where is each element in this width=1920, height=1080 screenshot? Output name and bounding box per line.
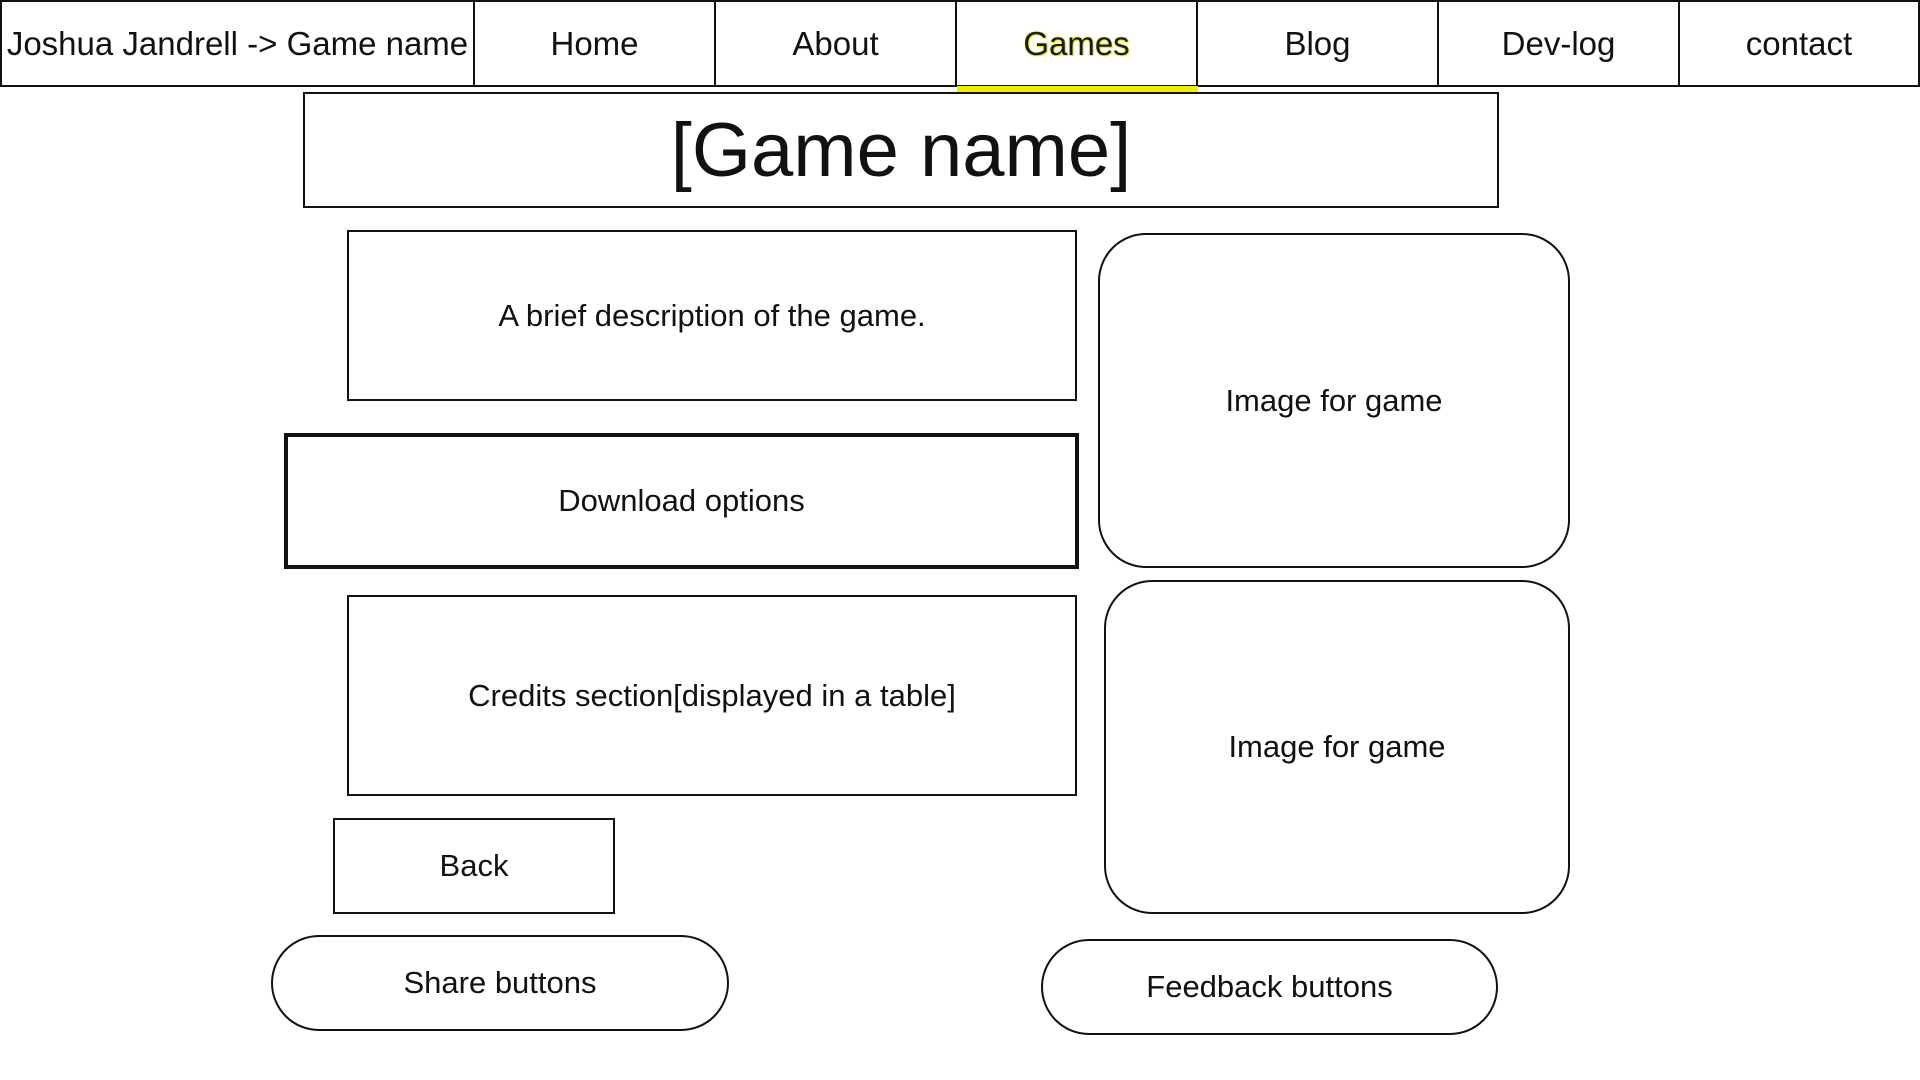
game-image-label: Image for game: [1225, 382, 1443, 418]
share-buttons[interactable]: Share buttons: [271, 935, 729, 1031]
share-buttons-label: Share buttons: [403, 965, 597, 1000]
nav-item-label: Blog: [1284, 24, 1351, 62]
nav-item-label: Home: [550, 24, 639, 62]
game-image-1: Image for game: [1098, 233, 1570, 568]
nav-item-home[interactable]: Home: [473, 0, 716, 87]
page-title: [Game name]: [303, 92, 1499, 208]
game-image-2: Image for game: [1104, 580, 1570, 914]
page-title-text: [Game name]: [670, 107, 1132, 193]
nav-item-label: Games: [1023, 24, 1130, 62]
game-description: A brief description of the game.: [347, 230, 1077, 401]
download-options-label: Download options: [558, 483, 805, 518]
feedback-buttons-label: Feedback buttons: [1146, 969, 1393, 1004]
nav-item-label: Dev-log: [1501, 24, 1616, 62]
game-image-label: Image for game: [1228, 729, 1446, 764]
download-options[interactable]: Download options: [284, 433, 1079, 569]
back-button-label: Back: [439, 848, 509, 883]
nav-brand-label: Joshua Jandrell -> Game name: [6, 24, 469, 62]
feedback-buttons[interactable]: Feedback buttons: [1041, 939, 1498, 1035]
back-button[interactable]: Back: [333, 818, 615, 914]
nav-brand[interactable]: Joshua Jandrell -> Game name: [0, 0, 475, 87]
credits-section-text: Credits section[displayed in a table]: [468, 677, 956, 713]
nav-item-contact[interactable]: contact: [1678, 0, 1920, 87]
nav-item-games[interactable]: Games: [955, 0, 1198, 87]
active-tab-indicator: [957, 86, 1198, 92]
game-description-text: A brief description of the game.: [498, 297, 926, 333]
nav-item-label: contact: [1745, 24, 1853, 62]
nav-item-about[interactable]: About: [714, 0, 957, 87]
nav-item-devlog[interactable]: Dev-log: [1437, 0, 1680, 87]
nav-item-blog[interactable]: Blog: [1196, 0, 1439, 87]
nav-item-label: About: [792, 24, 879, 62]
credits-section: Credits section[displayed in a table]: [347, 595, 1077, 796]
